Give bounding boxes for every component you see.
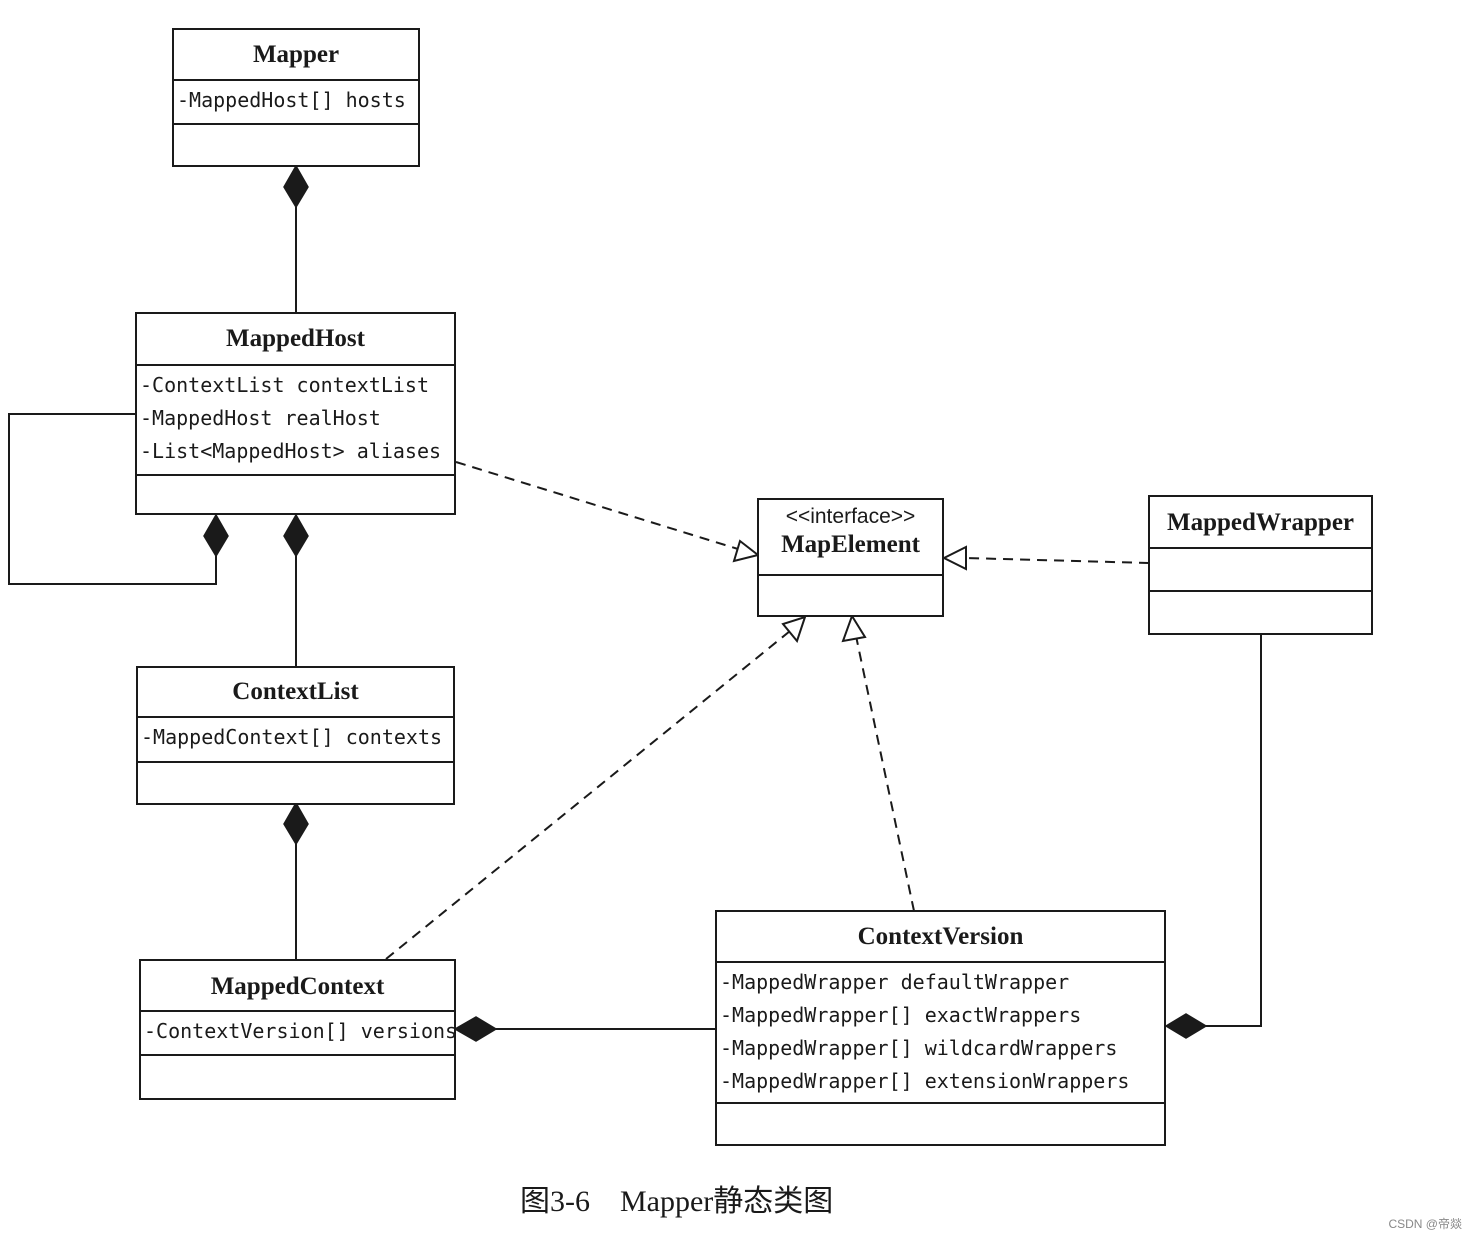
contextlist-attributes: -MappedContext[] contexts: [138, 718, 453, 763]
figure-caption: 图3-6 Mapper静态类图: [520, 1185, 834, 1218]
contextversion-class-name: ContextVersion: [717, 912, 1164, 963]
realization-arrowhead-from-mappedhost: [732, 539, 761, 563]
composition-diamond-mappedhost-contextlist: [283, 513, 309, 558]
mappedwrapper-class-box: MappedWrapper: [1148, 495, 1373, 635]
attribute: -MappedContext[] contexts: [141, 725, 443, 749]
mapper-class-box: Mapper -MappedHost[] hosts: [172, 28, 420, 167]
contextversion-realizes-mapelement-line: [855, 635, 915, 912]
contextversion-to-mappedwrapper-line: [1206, 634, 1262, 1027]
composition-diamond-mapper: [283, 164, 309, 209]
mappedwrapper-attributes: [1150, 549, 1371, 592]
mappedhost-class-name: MappedHost: [137, 314, 454, 366]
mappedcontext-class-name: MappedContext: [141, 961, 454, 1012]
realization-arrowhead-from-mappedwrapper: [941, 545, 967, 571]
attribute: -MappedHost realHost: [140, 406, 381, 430]
mapper-class-name: Mapper: [174, 30, 418, 81]
mappedhost-self-loop-line: [8, 413, 217, 585]
mappedwrapper-class-name: MappedWrapper: [1150, 497, 1371, 549]
contextversion-class-box: ContextVersion -MappedWrapper defaultWra…: [715, 910, 1166, 1146]
realization-arrowhead-from-contextversion: [841, 613, 867, 643]
composition-diamond-contextlist: [283, 801, 309, 846]
attribute: -MappedWrapper[] extensionWrappers: [720, 1069, 1130, 1093]
composition-diamond-mappedhost-self: [203, 513, 229, 558]
attribute: -MappedHost[] hosts: [177, 88, 406, 112]
contextlist-class-box: ContextList -MappedContext[] contexts: [136, 666, 455, 805]
mapelement-interface-name: <<interface>> MapElement: [759, 500, 942, 576]
mapelement-name: MapElement: [781, 531, 920, 558]
mappedhost-class-box: MappedHost -ContextList contextList -Map…: [135, 312, 456, 515]
composition-diamond-contextversion: [1164, 1013, 1208, 1039]
watermark: CSDN @帝燚: [1388, 1217, 1462, 1231]
mappedcontext-class-box: MappedContext -ContextVersion[] versions: [139, 959, 456, 1100]
mappedwrapper-realizes-mapelement-line: [965, 557, 1150, 564]
mappedcontext-realizes-mapelement-line: [385, 630, 791, 960]
mappedhost-realizes-mapelement-line: [455, 461, 739, 550]
interface-stereotype: <<interface>>: [785, 505, 916, 528]
realization-arrowhead-from-mappedcontext: [781, 615, 807, 644]
mapelement-interface-box: <<interface>> MapElement: [757, 498, 944, 617]
attribute: -MappedWrapper[] wildcardWrappers: [720, 1036, 1118, 1060]
mappedhost-attributes: -ContextList contextList -MappedHost rea…: [137, 366, 454, 476]
mappedcontext-attributes: -ContextVersion[] versions: [141, 1012, 454, 1056]
contextversion-attributes: -MappedWrapper defaultWrapper -MappedWra…: [717, 963, 1164, 1104]
attribute: -ContextList contextList: [140, 373, 429, 397]
attribute: -MappedWrapper[] exactWrappers: [720, 1003, 1082, 1027]
mapper-attributes: -MappedHost[] hosts: [174, 81, 418, 125]
contextlist-class-name: ContextList: [138, 668, 453, 718]
attribute: -List<MappedHost> aliases: [140, 439, 442, 463]
composition-diamond-mappedcontext: [453, 1016, 498, 1042]
attribute: -ContextVersion[] versions: [144, 1019, 454, 1043]
attribute: -MappedWrapper defaultWrapper: [720, 970, 1070, 994]
